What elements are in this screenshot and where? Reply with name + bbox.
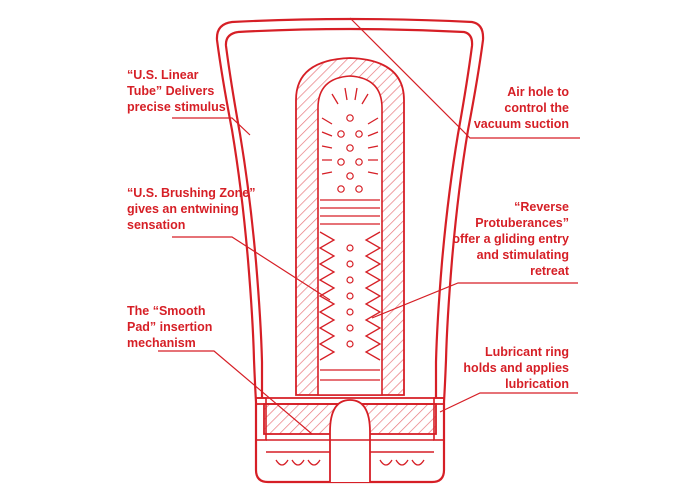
outer-cup xyxy=(215,17,485,484)
callout-reverse-protuberances: “Reverse Protuberances” offer a gliding … xyxy=(452,200,569,278)
leader-brushing-zone xyxy=(172,236,331,301)
callout-lubricant-ring: Lubricant ring holds and applies lubrica… xyxy=(463,345,569,391)
leader-linear-tube xyxy=(172,117,251,136)
callout-air-hole: Air hole to control the vacuum suction xyxy=(473,85,569,131)
callout-smooth-pad: The “Smooth Pad” insertion mechanism xyxy=(127,304,213,350)
callout-brushing-zone: “U.S. Brushing Zone” gives an entwining … xyxy=(127,186,256,232)
callout-linear-tube: “U.S. Linear Tube” Delivers precise stim… xyxy=(127,68,226,114)
leader-air-hole xyxy=(349,17,580,139)
sleeve-nubs xyxy=(337,114,363,348)
leader-lines xyxy=(158,17,580,435)
leader-reverse-protuberances xyxy=(371,282,578,319)
inner-texture xyxy=(318,87,382,381)
base-assembly xyxy=(255,397,445,482)
leader-smooth-pad xyxy=(158,350,313,435)
leader-lubricant-ring xyxy=(439,392,578,413)
